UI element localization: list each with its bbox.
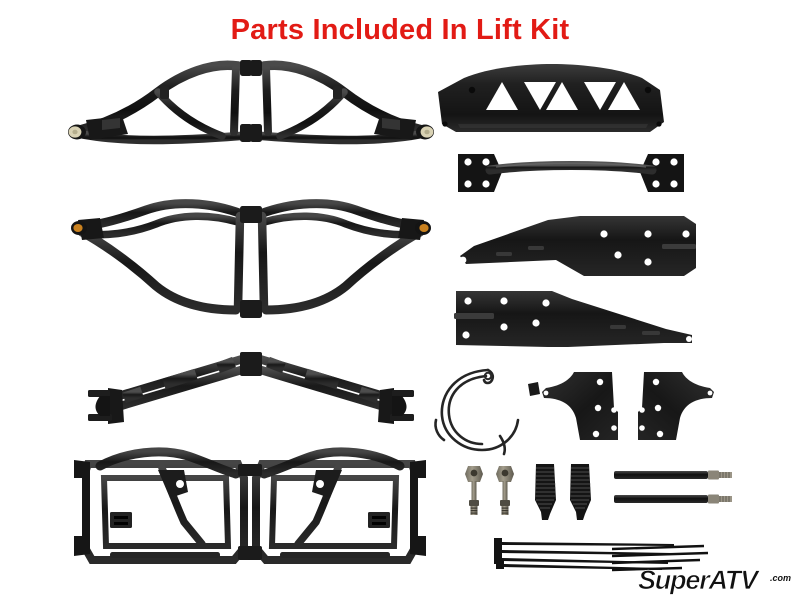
part-rack-boot-1 (530, 460, 560, 522)
part-rear-radius-rod-left (78, 352, 256, 430)
part-frame-bracket-upper (452, 212, 700, 282)
part-rear-radius-rod-right (246, 352, 424, 430)
part-frame-bracket-lower (452, 285, 700, 355)
part-tie-rod-extension-2 (614, 492, 732, 506)
part-tie-rod-end-1 (462, 462, 486, 518)
part-tie-rod-end-2 (493, 462, 517, 518)
part-rear-trailing-arm-left (65, 447, 252, 574)
part-gusset-plate-right (630, 368, 716, 450)
part-extended-brake-line (434, 362, 540, 458)
part-upper-a-arm-right (250, 58, 440, 180)
part-lower-a-arm-right (247, 199, 432, 330)
watermark-wordmark: SuperATV (638, 565, 760, 595)
part-rack-boot-2 (565, 460, 595, 522)
part-cross-brace-bar (456, 150, 686, 196)
part-rear-trailing-arm-right (248, 447, 435, 574)
page-title: Parts Included In Lift Kit (230, 14, 570, 46)
part-upper-a-arm-left (62, 58, 252, 180)
part-gusset-plate-left (540, 368, 626, 450)
part-front-skid-bracket (428, 62, 676, 144)
watermark-suffix: .com (770, 573, 791, 583)
superatv-watermark: SuperATV .com (612, 543, 797, 598)
part-tie-rod-extension-1 (614, 468, 732, 482)
part-lower-a-arm-left (70, 199, 255, 330)
